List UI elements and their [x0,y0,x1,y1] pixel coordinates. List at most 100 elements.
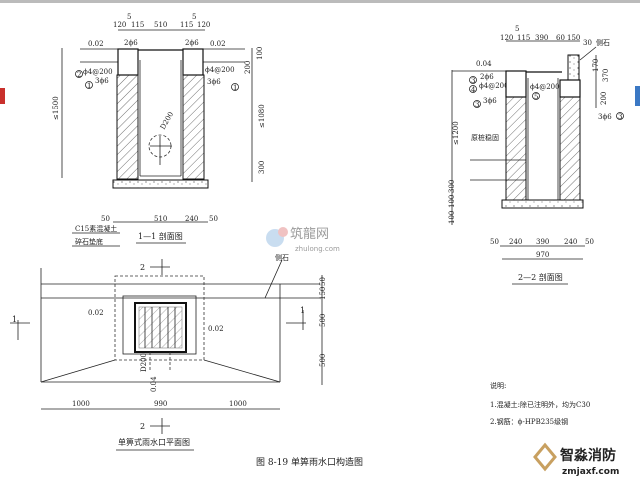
marker: 3 [471,77,475,85]
dim-label: 50 [319,277,327,286]
slope-label: 0.04 [150,376,158,392]
dim-label: 200 [600,92,608,105]
dim-label: 1000 [72,400,90,408]
grate-icon [138,306,183,349]
marker: 4 [471,86,476,94]
svg-text:智淼消防: 智淼消防 [559,447,616,464]
dim-label: 1000 [229,400,247,408]
dim-label: 120 [113,21,126,29]
rebar-label: ϕ4@200 [530,83,560,91]
rebar-label: 3ϕ6 [483,97,497,105]
rebar-label: 2ϕ6 [124,39,138,47]
rebar-label: 3ϕ6 [95,77,109,85]
cut-mark: 1 [12,315,17,324]
dim-label: 5 [127,13,131,21]
section-title: 1—1 剖面图 [138,231,183,241]
dim-label: 100 [448,211,456,224]
left-edge-tab [0,88,5,104]
base-label: 碎石垫底 [75,237,103,246]
notes: 说明: 1.混凝土:除已注明外，均为C30 2.钢筋：ϕ-HPB235级钢 [490,381,590,426]
dim-label: 50 [585,238,594,246]
dim-label: 500 [319,354,327,367]
dim-label: 510 [154,21,167,29]
dim-label: 50 [101,215,110,223]
plan-view: 2 2 1 1 侧石 0.02 0.02 D200 0.04 50 150 [10,253,327,451]
dim-label: 115 [517,34,530,42]
dim-label: 60 [556,34,565,42]
marker: 3 [618,113,622,121]
marker: 1 [233,84,237,92]
pipe-label: D200 [140,353,148,372]
section-title: 2—2 剖面图 [518,272,563,282]
section-1-1: 120 5 115 510 115 5 120 0.02 0.02 2ϕ6 2ϕ… [52,13,266,247]
dim-label: 100 [256,47,264,60]
center-watermark: 筑龍网 zhulong.com [266,226,340,253]
dim-label: 240 [564,238,577,246]
dim-label: 390 [535,34,548,42]
cut-mark: 2 [140,422,145,431]
level-label: 0.02 [208,325,224,333]
dim-label: 50 [209,215,218,223]
curb-label: 侧石 [596,38,610,47]
dim-label: 500 [319,314,327,327]
dim-label: ≤1200 [452,121,460,145]
section-2-2: 5 120 115 390 60 150 30 侧石 0.04 2ϕ6 ϕ4@2… [448,25,624,285]
dim-label: 170 [592,59,600,72]
note-item: 1.混凝土:除已注明外，均为C30 [490,400,590,409]
dim-label: 240 [509,238,522,246]
dim-label: 5 [192,13,196,21]
marker: 3 [475,101,479,109]
logo-watermark: 智淼消防 zmjaxf.com [533,442,619,477]
dim-label: 120 [500,34,513,42]
dim-label: 240 [185,215,198,223]
level-label: 0.02 [88,40,104,48]
dim-label: 150 [567,34,580,42]
dim-label: ≤1500 [52,96,60,120]
rebar-label: 2ϕ6 [480,73,494,81]
dim-label: 100 [448,195,456,208]
dim-label: 970 [536,251,549,259]
rebar-label: ϕ4@200 [83,68,113,76]
curb-label: 侧石 [275,253,289,262]
level-label: 0.04 [476,60,492,68]
dim-label: 300 [448,180,456,193]
dim-label: 300 [258,161,266,174]
dim-label: 150 [319,287,327,300]
marker: 5 [534,93,538,101]
marker: 2 [77,71,81,79]
dim-label: 115 [180,21,193,29]
level-label: 0.02 [210,40,226,48]
dim-label: 120 [197,21,210,29]
rebar-label: ϕ4@200 [205,66,235,74]
dim-label: 50 [490,238,499,246]
rebar-label: 3ϕ6 [207,78,221,86]
dim-label: 390 [536,238,549,246]
cut-mark: 1 [300,306,305,315]
rebar-label: ϕ4@200 [479,82,509,90]
dim-label: 510 [154,215,167,223]
dim-label: 115 [131,21,144,29]
svg-text:zmjaxf.com: zmjaxf.com [562,467,619,477]
dim-label: 990 [154,400,167,408]
svg-text:zhulong.com: zhulong.com [295,245,340,253]
level-label: 0.02 [88,309,104,317]
base-label: C15素混凝土 [75,224,117,233]
dim-label: 370 [602,69,610,82]
dim-label: 5 [515,25,519,33]
notes-heading: 说明: [490,381,506,390]
pipe-label: D200 [159,111,175,131]
svg-text:筑龍网: 筑龍网 [290,226,329,242]
note-item: 2.钢筋：ϕ-HPB235级钢 [490,417,568,426]
right-edge-tab [635,86,640,106]
rebar-label: 3ϕ6 [598,113,612,121]
section-title: 单箅式雨水口平面图 [118,437,190,447]
dim-label: 30 [583,39,592,47]
rebar-label: 2ϕ6 [185,39,199,47]
dim-label: ≤1080 [258,104,266,128]
marker: 1 [87,82,91,90]
dim-label: 200 [244,61,252,74]
figure-caption: 图 8-19 单箅雨水口构造图 [256,456,363,468]
pavement-label: 原桩稳固 [471,133,499,142]
